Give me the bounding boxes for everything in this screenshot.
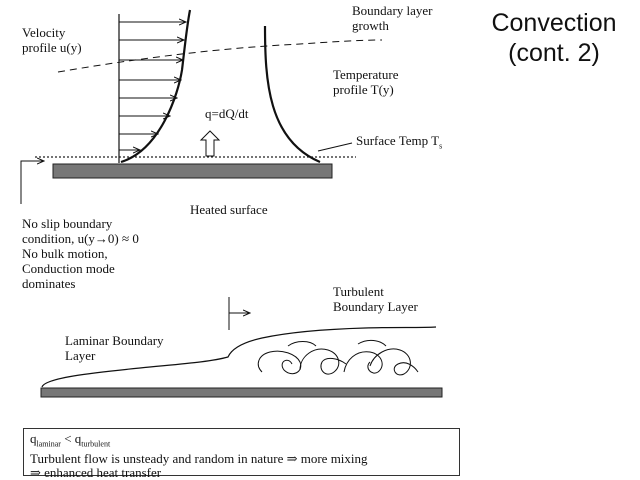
no-slip-pointer-arrow bbox=[20, 161, 44, 204]
surface-temp-label: Surface Temp Ts bbox=[356, 133, 443, 151]
surface-temp-leader bbox=[317, 142, 353, 152]
slide-title: Convection (cont. 2) bbox=[474, 8, 634, 68]
boundary-layer-outline bbox=[41, 326, 437, 388]
velocity-profile-label: Velocity profile u(y) bbox=[22, 25, 82, 55]
boundary-layer-growth-label: Boundary layer growth bbox=[352, 3, 433, 33]
laminar-boundary-layer-label: Laminar Boundary Layer bbox=[65, 333, 164, 363]
heat-flux-arrow bbox=[199, 130, 221, 157]
summary-box: qlaminar < qturbulent Turbulent flow is … bbox=[23, 428, 460, 479]
heated-surface-plate bbox=[52, 163, 333, 179]
velocity-arrows bbox=[119, 22, 186, 150]
boundary-layer-growth-line bbox=[57, 39, 383, 73]
heat-flux-label: q=dQ/dt bbox=[205, 106, 249, 121]
turbulent-boundary-layer-label: Turbulent Boundary Layer bbox=[333, 284, 418, 314]
surface-temp-subscript: s bbox=[439, 141, 443, 151]
no-slip-description: No slip boundary condition, u(y→0) ≈ 0 N… bbox=[22, 216, 139, 291]
lower-surface-plate bbox=[40, 387, 443, 398]
turbulent-eddies bbox=[257, 339, 419, 376]
temperature-profile-curve bbox=[263, 25, 321, 164]
enhanced-heat-transfer-statement: ⇒ enhanced heat transfer bbox=[30, 464, 162, 480]
turbulent-flow-statement: Turbulent flow is unsteady and random in… bbox=[30, 450, 368, 466]
velocity-profile-curve bbox=[120, 9, 192, 164]
heated-surface-label: Heated surface bbox=[190, 202, 268, 217]
temperature-profile-label: Temperature profile T(y) bbox=[333, 67, 399, 97]
slide-title-line2: (cont. 2) bbox=[508, 39, 600, 67]
slide-title-line1: Convection bbox=[491, 9, 617, 37]
heat-transfer-comparison: qlaminar < qturbulent bbox=[30, 431, 111, 449]
